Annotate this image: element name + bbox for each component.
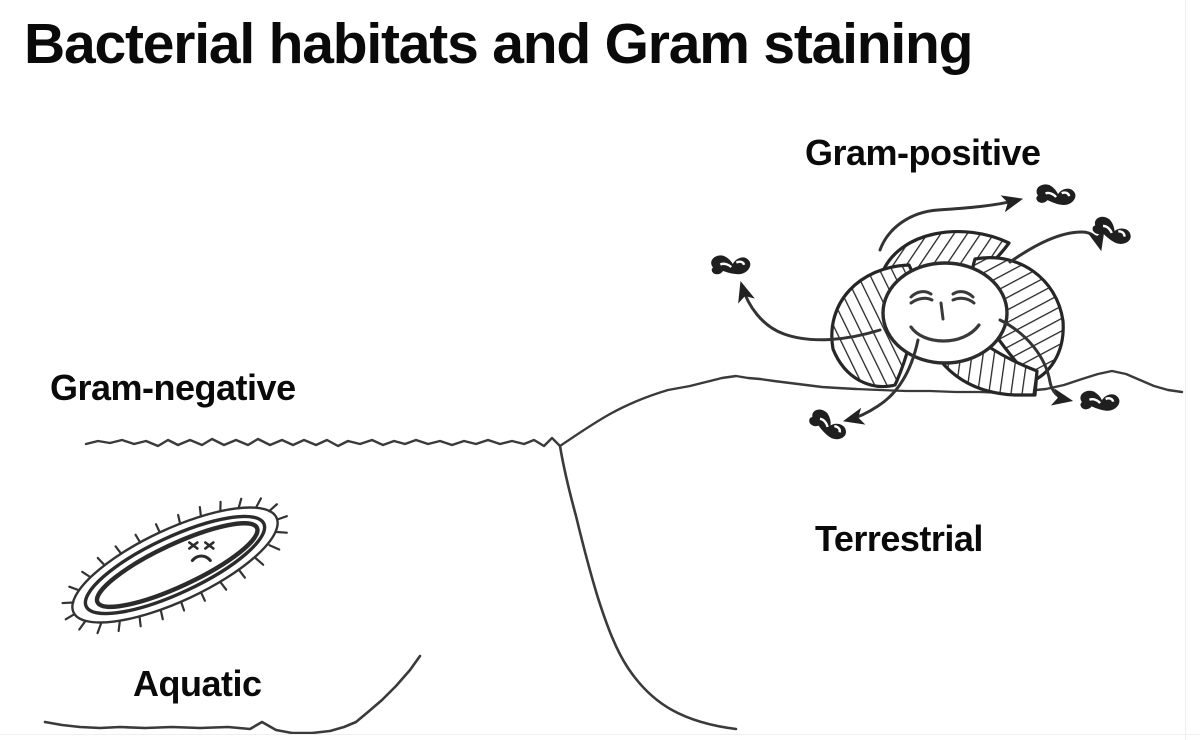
water-surface-line <box>84 436 562 448</box>
seafloor-line <box>43 654 422 735</box>
right-eye <box>951 290 975 299</box>
spore-arrow-upper-left <box>738 280 882 342</box>
spore-arrow-lower-right <box>998 318 1074 406</box>
shore-slope-line <box>558 444 738 731</box>
spore-arrow-upper-right <box>878 195 1024 252</box>
spore-upper-left <box>711 255 751 275</box>
left-eye-lash <box>909 296 934 305</box>
image-bottom-border <box>0 734 1200 735</box>
spore-lower-left <box>809 409 846 440</box>
ground-line <box>558 369 1184 448</box>
spore-arrow-right <box>1008 228 1105 264</box>
right-eye-lash <box>951 296 976 305</box>
label-gram-positive: Gram-positive <box>805 132 1041 173</box>
smile <box>909 323 981 343</box>
gram-positive-bacterium <box>830 230 1065 397</box>
gram-positive-happy-face <box>909 290 981 343</box>
spore-top-right <box>1036 184 1076 205</box>
image-right-border <box>1185 0 1186 740</box>
label-gram-negative: Gram-negative <box>50 367 296 408</box>
spore-arrow-lower-left <box>842 338 920 425</box>
gram-positive-cell-body <box>881 261 1009 365</box>
label-aquatic: Aquatic <box>133 663 262 704</box>
gram-negative-sad-face <box>188 541 215 563</box>
gram-negative-bacterium <box>61 497 288 635</box>
spore-right <box>1092 216 1131 244</box>
label-terrestrial: Terrestrial <box>815 518 983 559</box>
nose <box>939 301 945 321</box>
page-title: Bacterial habitats and Gram staining <box>24 12 973 76</box>
gram-negative-inner-wall <box>94 521 260 610</box>
left-eye <box>909 290 933 299</box>
spore-lower-right <box>1080 390 1120 411</box>
